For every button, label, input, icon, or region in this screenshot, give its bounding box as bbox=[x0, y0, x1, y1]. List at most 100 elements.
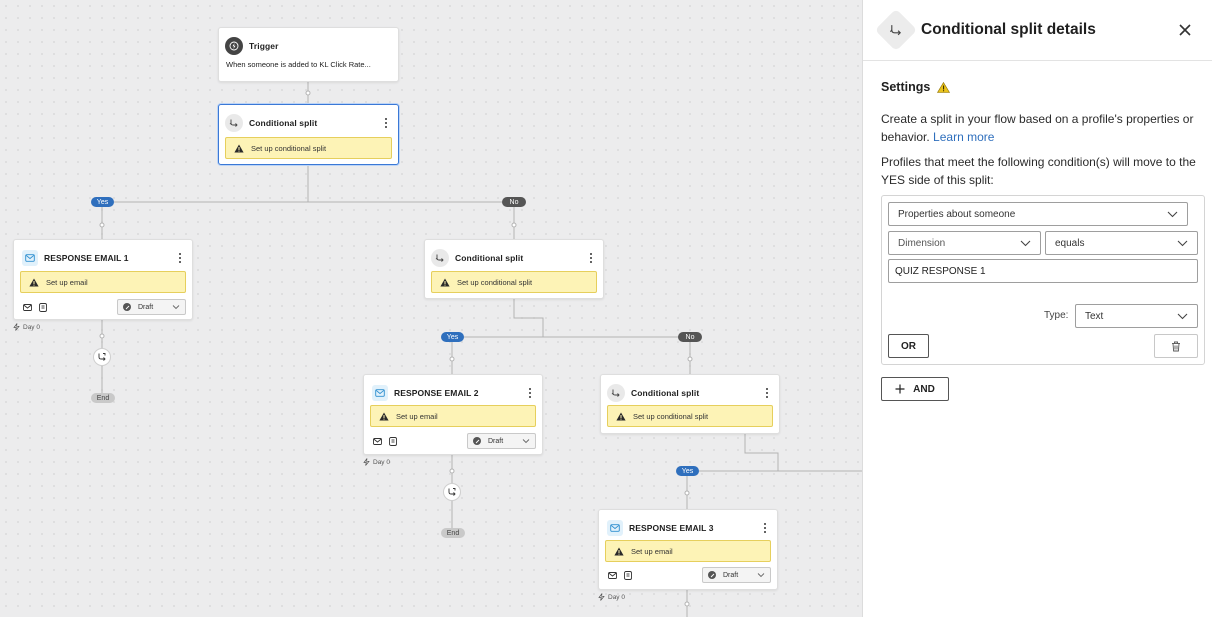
split-1-header: Conditional split bbox=[225, 113, 392, 133]
chevron-down-icon bbox=[172, 305, 180, 310]
email-node-2[interactable]: RESPONSE EMAIL 2 Set up email Draft bbox=[363, 374, 543, 455]
email-3-menu-icon[interactable] bbox=[759, 521, 771, 535]
split-icon bbox=[607, 384, 625, 402]
split-1-title: Conditional split bbox=[249, 118, 318, 128]
email-icon bbox=[607, 520, 623, 536]
split-3-title: Conditional split bbox=[631, 388, 700, 398]
email-2-warning-text: Set up email bbox=[396, 411, 438, 421]
trigger-title: Trigger bbox=[249, 41, 279, 51]
warning-icon bbox=[379, 412, 389, 420]
split-icon bbox=[874, 8, 918, 52]
email-1-status-select[interactable]: Draft bbox=[117, 299, 186, 315]
panel-header: Conditional split details bbox=[863, 0, 1212, 61]
conditional-split-node-2[interactable]: Conditional split Set up conditional spl… bbox=[424, 239, 604, 299]
warning-icon bbox=[234, 144, 244, 152]
lightning-small-icon bbox=[363, 458, 370, 466]
exit-node-2[interactable] bbox=[443, 483, 461, 501]
lightning-small-icon bbox=[13, 323, 20, 331]
mail-icon bbox=[607, 570, 617, 580]
warning-icon bbox=[614, 547, 624, 555]
delete-condition-button[interactable] bbox=[1154, 334, 1198, 358]
chevron-down-icon bbox=[1167, 211, 1178, 218]
learn-more-link[interactable]: Learn more bbox=[933, 130, 995, 144]
email-3-status: Draft bbox=[723, 571, 739, 579]
email-2-delay-text: Day 0 bbox=[373, 458, 390, 466]
chevron-down-icon bbox=[1020, 240, 1031, 247]
email-3-title: RESPONSE EMAIL 3 bbox=[629, 523, 714, 533]
email-icon bbox=[372, 385, 388, 401]
split-1-warning[interactable]: Set up conditional split bbox=[225, 137, 392, 159]
email-2-status-select[interactable]: Draft bbox=[467, 433, 536, 449]
mail-icon bbox=[22, 302, 32, 312]
email-3-status-select[interactable]: Draft bbox=[702, 567, 771, 583]
email-1-warning[interactable]: Set up email bbox=[20, 271, 186, 293]
condition-type-value: Properties about someone bbox=[898, 208, 1016, 220]
branch-yes-pill-2: Yes bbox=[441, 332, 464, 342]
end-pill-2: End bbox=[441, 528, 465, 538]
flow-connectors bbox=[99, 82, 862, 617]
add-and-condition-button[interactable]: AND bbox=[881, 377, 949, 401]
email-3-warning-text: Set up email bbox=[631, 546, 673, 556]
end-pill-1: End bbox=[91, 393, 115, 403]
condition-type-select[interactable]: Properties about someone bbox=[888, 202, 1188, 226]
branch-no-pill-2: No bbox=[678, 332, 702, 342]
flow-canvas[interactable]: Trigger When someone is added to KL Clic… bbox=[0, 0, 862, 617]
draft-status-icon bbox=[473, 437, 481, 445]
split-3-header: Conditional split bbox=[607, 383, 773, 403]
or-button[interactable]: OR bbox=[888, 334, 929, 358]
condition-group: Properties about someone Dimension equal… bbox=[881, 195, 1205, 365]
email-2-delay: Day 0 bbox=[363, 458, 390, 466]
split-icon bbox=[225, 114, 243, 132]
exit-icon bbox=[448, 488, 456, 496]
close-icon[interactable] bbox=[1174, 19, 1196, 41]
email-2-footer: Draft bbox=[372, 433, 536, 449]
email-1-warning-text: Set up email bbox=[46, 277, 88, 287]
draft-status-icon bbox=[708, 571, 716, 579]
email-1-delay-text: Day 0 bbox=[23, 323, 40, 331]
split-1-menu-icon[interactable] bbox=[380, 116, 392, 130]
email-3-warning[interactable]: Set up email bbox=[605, 540, 771, 562]
chevron-down-icon bbox=[1177, 240, 1188, 247]
email-1-footer: Draft bbox=[22, 299, 186, 315]
settings-heading: Settings bbox=[881, 80, 951, 94]
branch-yes-pill-3: Yes bbox=[676, 466, 699, 476]
email-icon bbox=[22, 250, 38, 266]
email-node-1[interactable]: RESPONSE EMAIL 1 Set up email Draft bbox=[13, 239, 193, 320]
email-1-header: RESPONSE EMAIL 1 bbox=[20, 248, 186, 268]
conditional-split-node-1[interactable]: Conditional split Set up conditional spl… bbox=[218, 104, 399, 165]
type-select[interactable]: Text bbox=[1075, 304, 1198, 328]
email-2-status: Draft bbox=[488, 437, 504, 445]
type-label: Type: bbox=[1044, 310, 1069, 321]
operator-select[interactable]: equals bbox=[1045, 231, 1198, 255]
split-3-warning-text: Set up conditional split bbox=[633, 411, 709, 421]
plus-icon bbox=[895, 384, 905, 394]
conditional-split-node-3[interactable]: Conditional split Set up conditional spl… bbox=[600, 374, 780, 434]
mail-icon bbox=[372, 436, 382, 446]
exit-icon bbox=[98, 353, 106, 361]
chevron-down-icon bbox=[522, 439, 530, 444]
email-2-warning[interactable]: Set up email bbox=[370, 405, 536, 427]
email-2-title: RESPONSE EMAIL 2 bbox=[394, 388, 479, 398]
split-2-warning[interactable]: Set up conditional split bbox=[431, 271, 597, 293]
trigger-header: Trigger bbox=[225, 36, 392, 56]
split-2-menu-icon[interactable] bbox=[585, 251, 597, 265]
split-3-warning[interactable]: Set up conditional split bbox=[607, 405, 773, 427]
type-value: Text bbox=[1085, 310, 1104, 322]
email-3-footer: Draft bbox=[607, 567, 771, 583]
email-node-3[interactable]: RESPONSE EMAIL 3 Set up email Draft bbox=[598, 509, 778, 590]
condition-intro: Profiles that meet the following conditi… bbox=[881, 155, 1196, 187]
email-3-delay-text: Day 0 bbox=[608, 593, 625, 601]
branch-no-pill-1: No bbox=[502, 197, 526, 207]
split-icon bbox=[431, 249, 449, 267]
sms-icon bbox=[38, 302, 48, 312]
chevron-down-icon bbox=[757, 573, 765, 578]
dimension-select[interactable]: Dimension bbox=[888, 231, 1041, 255]
trigger-node[interactable]: Trigger When someone is added to KL Clic… bbox=[218, 27, 399, 82]
exit-node-1[interactable] bbox=[93, 348, 111, 366]
condition-value-input[interactable] bbox=[888, 259, 1198, 283]
email-2-menu-icon[interactable] bbox=[524, 386, 536, 400]
email-1-menu-icon[interactable] bbox=[174, 251, 186, 265]
split-3-menu-icon[interactable] bbox=[761, 386, 773, 400]
split-description: Create a split in your flow based on a p… bbox=[881, 110, 1207, 146]
operator-value: equals bbox=[1055, 237, 1085, 249]
